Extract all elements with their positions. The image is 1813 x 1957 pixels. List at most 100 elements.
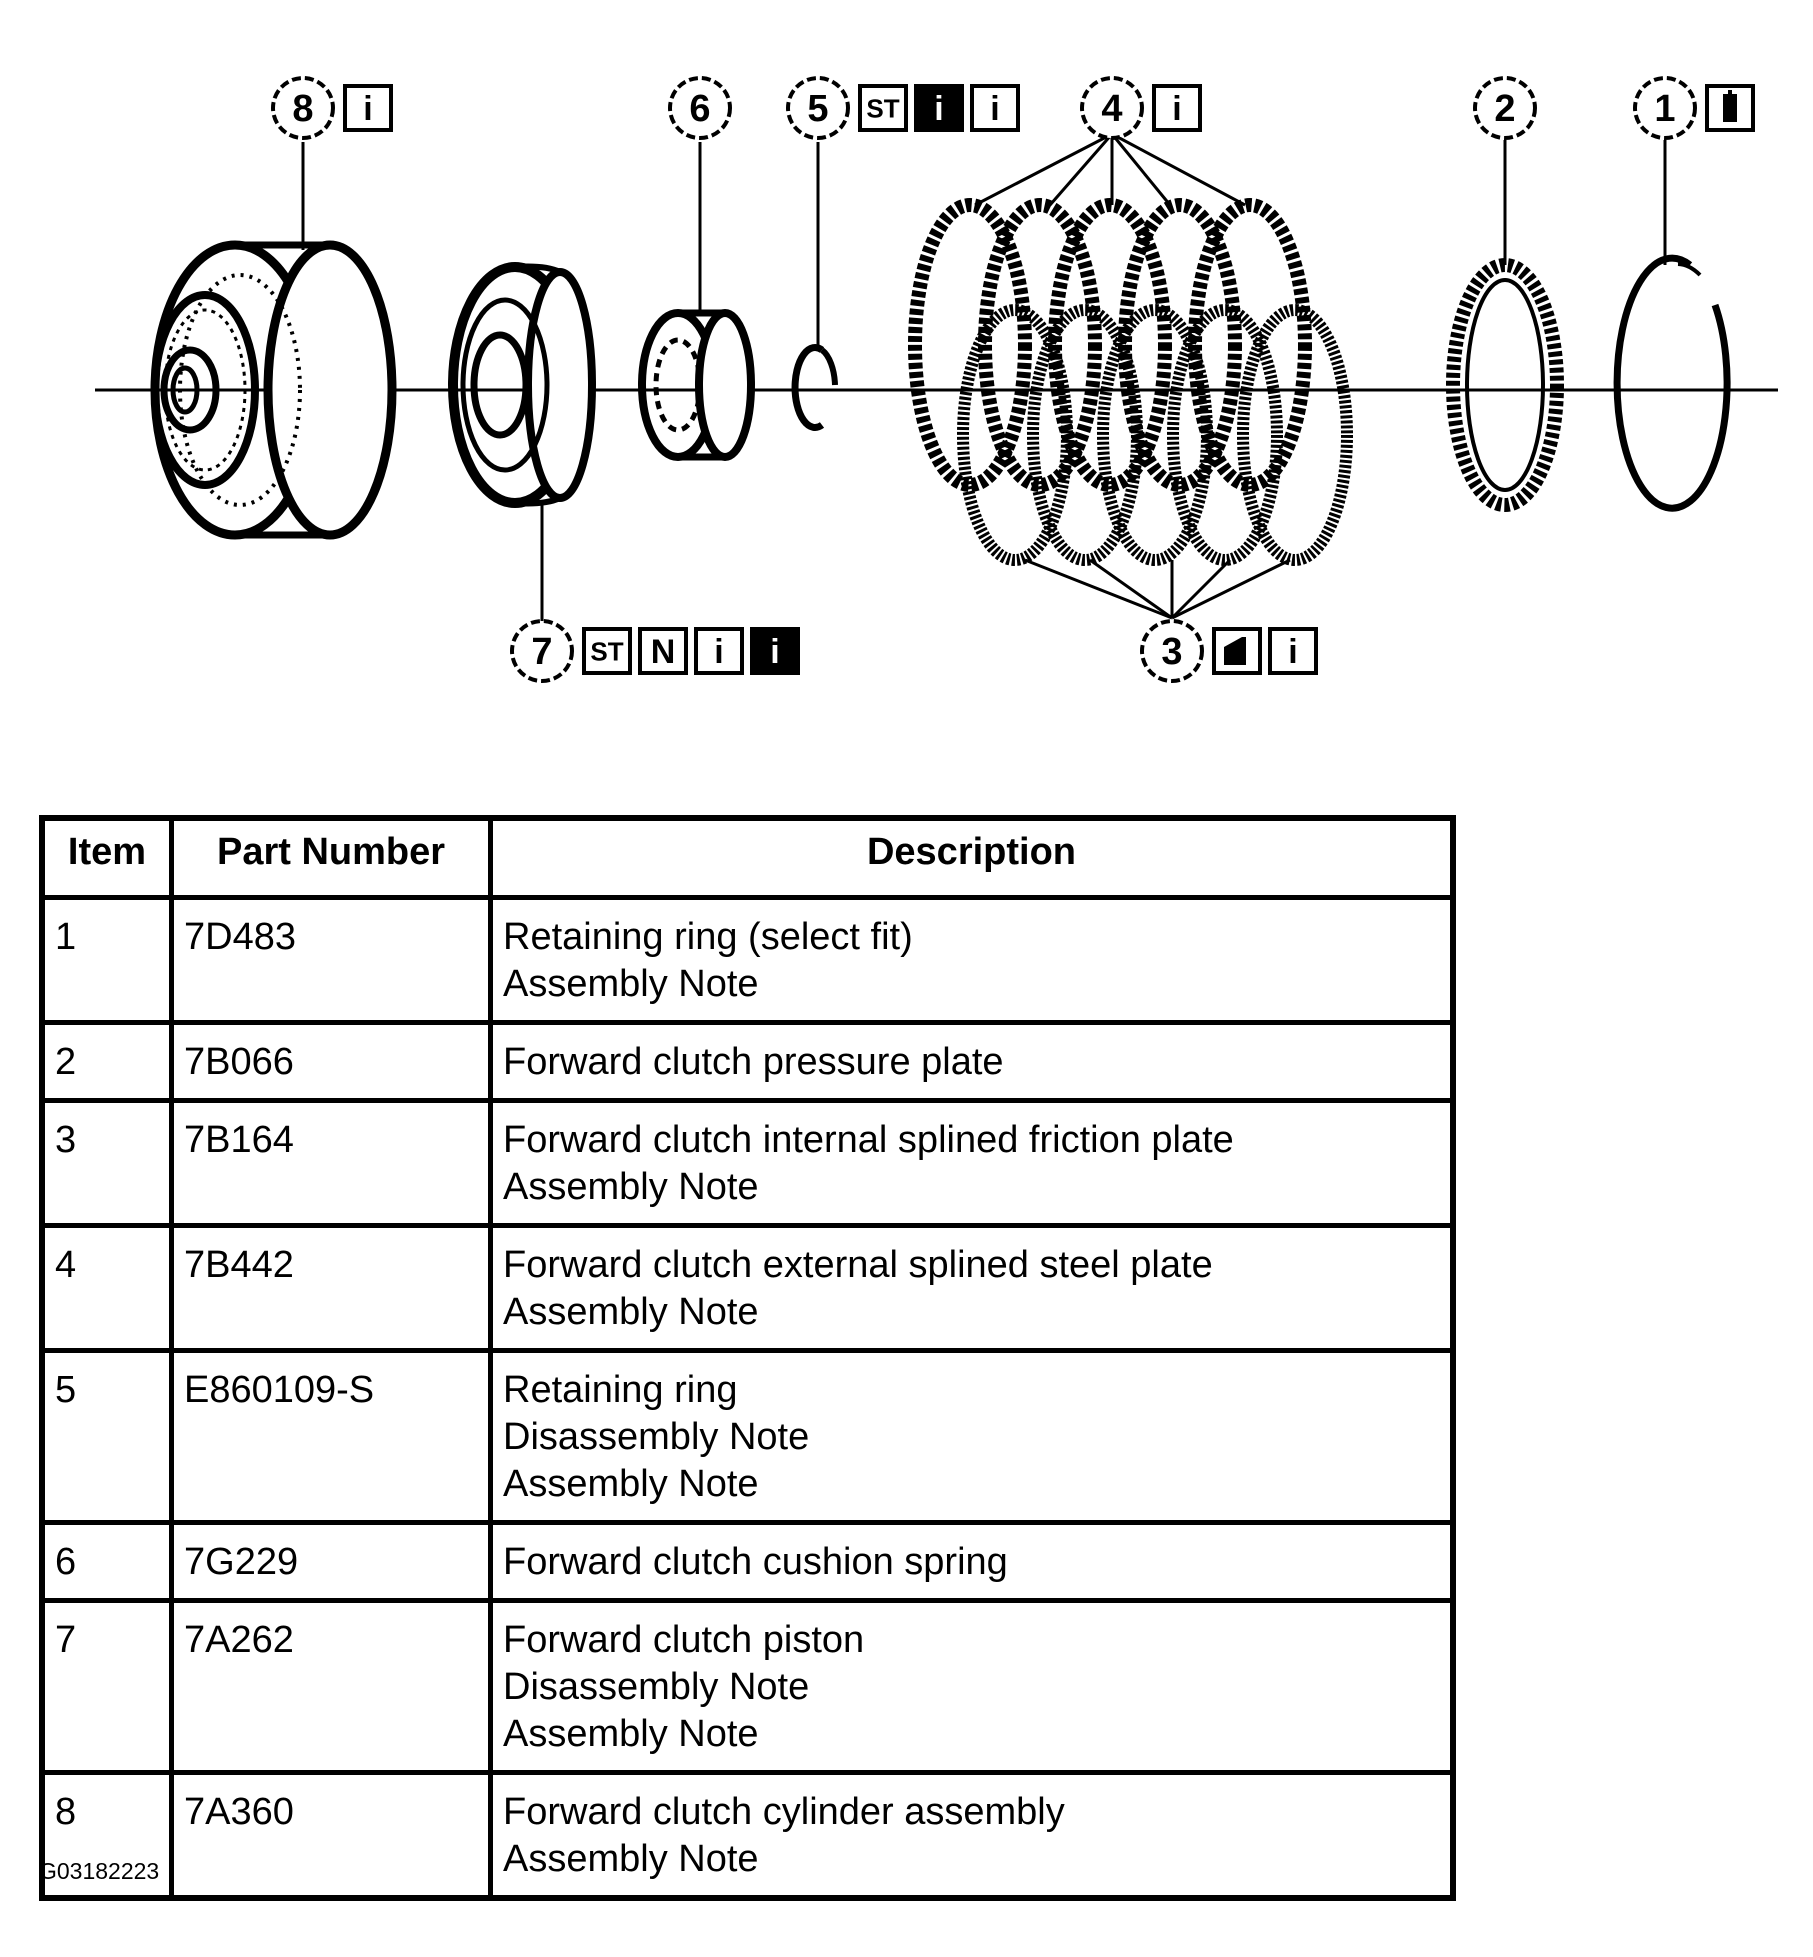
part-7-piston [448,262,596,508]
header-part-number: Part Number [169,815,493,900]
description-line: Retaining ring [503,1369,738,1411]
symbol-label: i [990,90,999,128]
cell-item: 2 [39,1020,174,1103]
info-icon: i [343,84,393,132]
info-icon: i [970,84,1020,132]
special-tool-icon: ST [858,84,908,132]
header-item: Item [39,815,174,900]
header-description: Description [488,815,1456,900]
info-icon: i [1268,627,1318,675]
callout-number: 5 [807,88,828,130]
part-2-pressure-plate [1446,258,1564,512]
description-line: Forward clutch external splined steel pl… [503,1244,1213,1286]
callout-circle [786,76,850,140]
callout-number: 2 [1494,88,1515,130]
lubricate-icon [1212,627,1262,675]
part-8-cylinder-assembly [150,240,397,540]
part-1-select-fit-ring [1613,254,1731,512]
callout-number: 6 [689,88,710,130]
callout-circle [1080,76,1144,140]
cell-item: 8 [39,1770,174,1901]
cell-item: 6 [39,1520,174,1603]
callout-number: 8 [292,88,313,130]
callout-2: 2 [1473,76,1537,140]
callout-number: 7 [531,631,552,673]
symbol-label: ST [590,636,623,666]
description-line: Assembly Note [503,1463,759,1505]
callout-1: 1 [1633,76,1755,140]
cell-part-number: E860109-S [169,1348,493,1525]
info-icon: i [1152,84,1202,132]
new-part-icon: N [638,627,688,675]
info-icon: i [694,627,744,675]
description-line: Assembly Note [503,1166,759,1208]
description-line: Assembly Note [503,1291,759,1333]
info-icon: i [914,84,964,132]
leader-lines [301,132,1667,625]
cell-item: 4 [39,1223,174,1353]
cell-item: 1 [39,895,174,1025]
cell-description: Retaining ring (select fit)Assembly Note [488,895,1456,1025]
symbol-label: i [714,633,723,671]
cell-description: Forward clutch pressure plate [488,1020,1456,1103]
cell-part-number: 7B442 [169,1223,493,1353]
symbol-label: i [1288,633,1297,671]
callout-circle [1633,76,1697,140]
cell-part-number: 7A360 [169,1770,493,1901]
cell-part-number: 7A262 [169,1598,493,1775]
table-header-row: Item Part Number Description [39,815,1456,900]
callout-5: 5 ST i i [786,76,1020,140]
callout-number: 4 [1101,88,1122,130]
symbol-label: i [934,90,943,128]
part-4-steel-plates [908,198,1312,492]
cell-part-number: 7B164 [169,1098,493,1228]
cell-description: Forward clutch cushion spring [488,1520,1456,1603]
symbol-label: i [770,633,779,671]
description-line: Disassembly Note [503,1416,810,1458]
callout-circle [1473,76,1537,140]
cell-item: 5 [39,1348,174,1525]
description-line: Forward clutch cylinder assembly [503,1791,1065,1833]
description-line: Forward clutch internal splined friction… [503,1119,1234,1161]
part-5-retaining-ring [791,344,838,431]
callout-circle [668,76,732,140]
description-line: Disassembly Note [503,1666,810,1708]
cell-description: Forward clutch internal splined friction… [488,1098,1456,1228]
cell-item: 3 [39,1098,174,1228]
callout-number: 3 [1161,631,1182,673]
symbol-label: ST [866,93,899,123]
description-line: Forward clutch cushion spring [503,1541,1008,1583]
symbol-label: N [651,633,676,671]
figure-id: G03182223 [39,1858,160,1884]
part-6-cushion-spring [638,309,755,461]
description-line: Assembly Note [503,1838,759,1880]
callout-circle [271,76,335,140]
part-3-friction-plates [957,304,1353,566]
callout-circle [1140,619,1204,683]
cell-part-number: 7G229 [169,1520,493,1603]
callout-6: 6 [668,76,732,140]
measure-icon [1705,84,1755,132]
cell-item: 7 [39,1598,174,1775]
description-line: Assembly Note [503,1713,759,1755]
cell-part-number: 7B066 [169,1020,493,1103]
description-line: Assembly Note [503,963,759,1005]
description-line: Forward clutch pressure plate [503,1041,1004,1083]
